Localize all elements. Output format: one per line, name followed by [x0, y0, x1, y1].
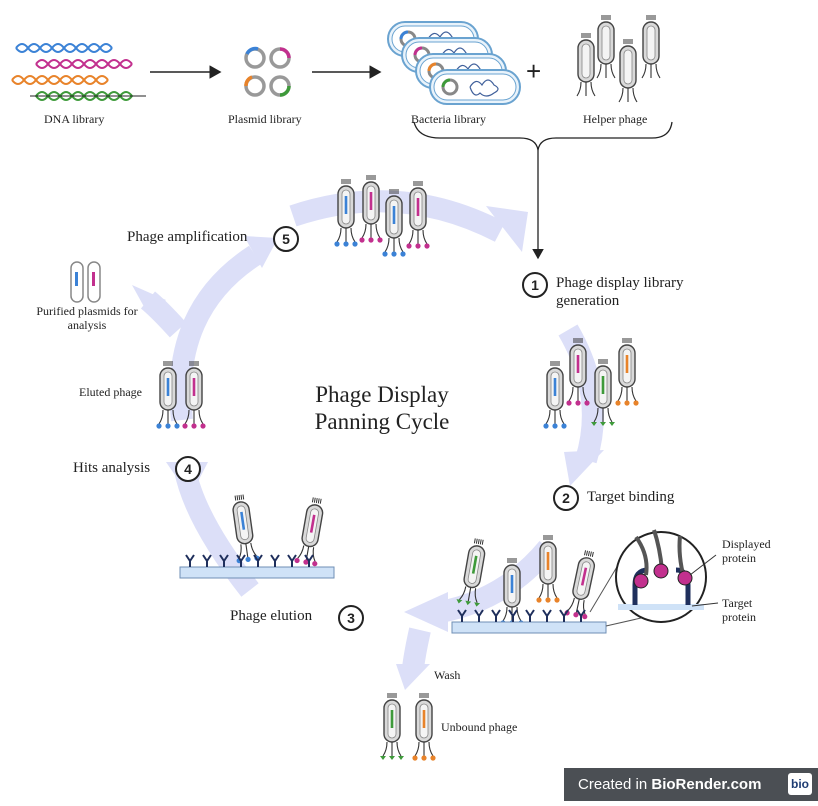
binding-phage-green — [456, 538, 486, 607]
cycle-arrow-lower-right — [437, 540, 557, 623]
displayed-protein-label: Displayed protein — [722, 537, 771, 565]
helper-phage-1 — [576, 33, 596, 97]
wash-label: Wash — [434, 668, 461, 682]
step-4-badge: 4 — [175, 456, 201, 482]
library-phage-orange — [615, 338, 639, 406]
purified-plasmids-label: Purified plasmids for analysis — [36, 304, 138, 332]
plasmid-library-icon — [244, 46, 291, 97]
helper-phage-label: Helper phage — [583, 112, 648, 126]
zoom-inset — [589, 529, 719, 627]
target-protein-label: Target protein — [722, 596, 756, 624]
step-5-label: Phage amplification — [127, 229, 248, 245]
binding-phage-orange — [536, 535, 560, 603]
library-phage-green — [591, 359, 615, 426]
dna-library-strands — [11, 43, 146, 101]
bacterium-4 — [429, 69, 521, 105]
credit-prefix: Created in — [578, 776, 648, 793]
elution-phage-magenta — [294, 497, 324, 567]
step-5-badge: 5 — [273, 226, 299, 252]
cycle-arrow-upper-left — [169, 245, 262, 422]
bacteria-library-label: Bacteria library — [411, 112, 486, 126]
amplification-phage-1 — [334, 179, 358, 247]
purified-plasmids-icon — [70, 261, 101, 303]
helper-phage-4 — [641, 15, 661, 79]
library-phage-magenta — [566, 338, 590, 406]
amplification-phage-4 — [406, 181, 430, 249]
step-1-label: Phage display library generation — [556, 275, 684, 309]
cycle-arrow-right — [558, 324, 604, 464]
unbound-phage-label: Unbound phage — [441, 720, 518, 734]
diagram-title: Phage Display Panning Cycle — [314, 382, 450, 434]
eluted-phage-label: Eluted phage — [79, 385, 142, 399]
biorender-logo-icon: bio — [788, 773, 812, 795]
step-2-badge: 2 — [553, 485, 579, 511]
helper-phage-icon — [576, 15, 661, 103]
dna-library-label: DNA library — [44, 112, 105, 126]
library-phage-blue — [543, 361, 567, 429]
plasmid-library-label: Plasmid library — [228, 112, 302, 126]
step-3-badge: 3 — [338, 605, 364, 631]
binding-surface — [451, 609, 607, 634]
unbound-phage-green — [380, 693, 404, 760]
phage-population — [156, 175, 639, 761]
biorender-credit-banner: Created in BioRender.com bio — [564, 768, 818, 801]
helper-phage-2 — [596, 15, 616, 79]
eluted-phage-blue — [156, 361, 180, 429]
plus-icon: + — [526, 56, 541, 86]
helper-phage-3 — [618, 39, 638, 103]
amplification-phage-2 — [359, 175, 383, 243]
bacteria-library-icon — [387, 21, 521, 105]
cycle-arrow-wash — [402, 627, 431, 670]
step-2-label: Target binding — [587, 489, 675, 505]
unbound-phage-orange — [412, 693, 436, 761]
elution-surface — [179, 554, 335, 579]
amplification-phage-3 — [382, 189, 406, 257]
step-1-badge: 1 — [522, 272, 548, 298]
step-4-label: Hits analysis — [73, 460, 151, 476]
step-3-label: Phage elution — [230, 608, 313, 624]
credit-text: Created in BioRender.com — [564, 776, 761, 793]
binding-phage-magenta — [564, 550, 596, 620]
credit-brand: BioRender.com — [651, 776, 762, 793]
eluted-phage-magenta — [182, 361, 206, 429]
